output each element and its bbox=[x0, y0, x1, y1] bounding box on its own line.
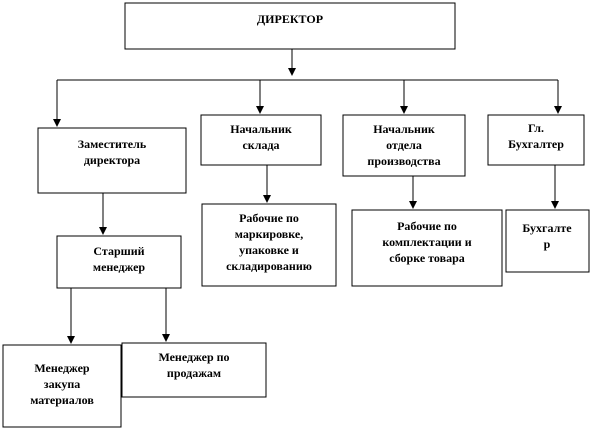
node-assembly-workers: Рабочие по комплектации и сборке товара bbox=[351, 209, 503, 287]
node-director-label: ДИРЕКТОР bbox=[257, 12, 323, 26]
node-label-line: Рабочие по bbox=[239, 211, 299, 225]
node-accountant: Бухгалте р bbox=[505, 209, 590, 273]
node-deputy: Заместитель директора bbox=[37, 127, 187, 194]
node-label-line: маркировке, bbox=[235, 227, 303, 241]
node-marking-workers: Рабочие по маркировке, упаковке и складиров… bbox=[201, 203, 337, 287]
node-label-line: директора bbox=[84, 153, 140, 167]
connectors bbox=[53, 49, 562, 344]
node-purchasing-manager: Менеджер закупа материалов bbox=[2, 344, 122, 428]
node-label-line: Гл. bbox=[528, 121, 544, 135]
node-label-line: склада bbox=[242, 138, 279, 152]
node-chief-accountant: Гл. Бухгалтер bbox=[487, 114, 585, 166]
node-label-line: Начальник bbox=[230, 122, 292, 136]
node-label-line: Бухгалтер bbox=[508, 137, 564, 151]
node-label-line: производства bbox=[367, 154, 440, 168]
node-warehouse-head-label: Начальник склада bbox=[230, 122, 292, 152]
node-label-line: р bbox=[544, 237, 551, 251]
node-label-line: Начальник bbox=[373, 122, 435, 136]
node-label-line: закупа bbox=[44, 377, 80, 391]
node-label-line: Бухгалте bbox=[522, 221, 572, 235]
node-label-line: продажам bbox=[167, 366, 221, 380]
node-label-line: упаковке и bbox=[239, 243, 299, 257]
node-senior-manager-label: Старший менеджер bbox=[93, 244, 146, 274]
node-production-head: Начальник отдела производства bbox=[342, 114, 466, 177]
node-label-line: сборке товара bbox=[389, 251, 465, 265]
node-label-line: ДИРЕКТОР bbox=[257, 12, 323, 26]
node-label-line: складированию bbox=[226, 259, 312, 273]
node-sales-manager: Менеджер по продажам bbox=[121, 342, 267, 398]
node-label-line: менеджер bbox=[93, 260, 146, 274]
node-accountant-label: Бухгалте р bbox=[522, 221, 572, 251]
node-label-line: материалов bbox=[30, 393, 94, 407]
node-label-line: Старший bbox=[93, 244, 144, 258]
node-label-line: отдела bbox=[386, 138, 422, 152]
node-production-head-label: Начальник отдела производства bbox=[367, 122, 440, 168]
node-warehouse-head: Начальник склада bbox=[200, 114, 322, 166]
node-chief-accountant-label: Гл. Бухгалтер bbox=[508, 121, 564, 151]
node-sales-manager-label: Менеджер по продажам bbox=[158, 350, 229, 380]
node-deputy-label: Заместитель директора bbox=[78, 137, 147, 167]
node-director: ДИРЕКТОР bbox=[124, 2, 456, 50]
node-label-line: Рабочие по bbox=[397, 219, 457, 233]
node-senior-manager: Старший менеджер bbox=[56, 235, 182, 289]
node-purchasing-manager-label: Менеджер закупа материалов bbox=[30, 361, 94, 407]
node-label-line: Менеджер по bbox=[158, 350, 229, 364]
node-label-line: Заместитель bbox=[78, 137, 147, 151]
node-marking-workers-label: Рабочие по маркировке, упаковке и складиров… bbox=[226, 211, 312, 273]
node-label-line: Менеджер bbox=[34, 361, 90, 375]
node-label-line: комплектации и bbox=[382, 235, 471, 249]
node-assembly-workers-label: Рабочие по комплектации и сборке товара bbox=[382, 219, 471, 265]
